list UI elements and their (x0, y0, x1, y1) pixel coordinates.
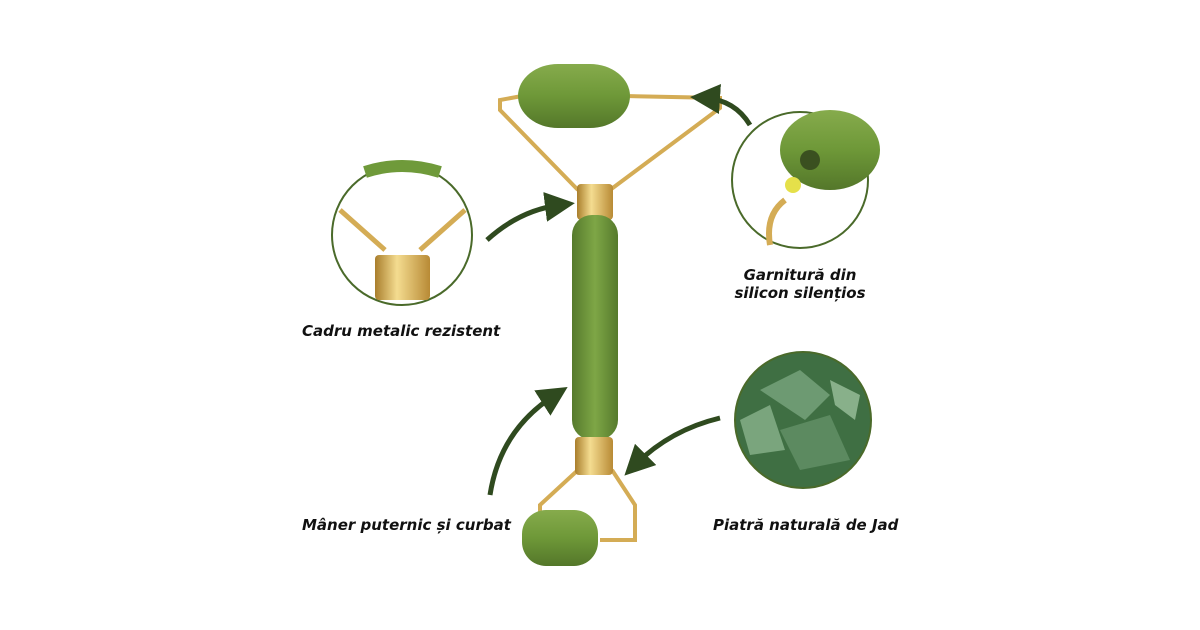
arrow-handle (487, 386, 568, 496)
label-handle: Mâner puternic și curbat (302, 516, 511, 534)
label-jade-stone: Piatră naturală de Jad (713, 516, 899, 534)
bottom-jade-roller (522, 510, 598, 566)
label-gasket-line2: silicon silențios (734, 284, 866, 302)
label-gasket-line1: Garnitură din (743, 266, 857, 284)
top-gold-collar (577, 184, 613, 220)
bottom-gold-collar (575, 437, 613, 475)
arrow-gasket (690, 84, 753, 127)
jade-handle (572, 215, 618, 440)
frame-detail-circle (331, 160, 473, 306)
label-silicone-gasket: Garnitură din silicon silențios (720, 266, 880, 302)
silicone-gasket-circle (731, 110, 880, 249)
label-metal-frame: Cadru metalic rezistent (302, 322, 501, 340)
jade-stones-circle (734, 351, 872, 489)
arrow-stone (624, 415, 721, 476)
arrow-frame (485, 191, 575, 242)
top-jade-roller (518, 64, 630, 128)
callout-arrows (485, 84, 753, 496)
